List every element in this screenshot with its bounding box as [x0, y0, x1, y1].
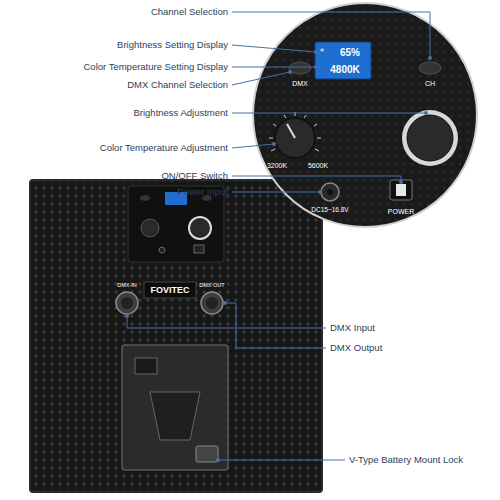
ch-button	[419, 62, 441, 74]
dc-jack	[321, 183, 339, 201]
control-subpanel	[128, 186, 224, 262]
mini-knob	[189, 217, 211, 239]
leader-dots	[125, 50, 432, 462]
brand-label: FOVITEC	[150, 285, 189, 295]
xlr-connector	[121, 297, 133, 309]
mini-button	[140, 195, 150, 201]
connector-label: DMX-IN	[117, 282, 137, 288]
callout-label: Color Temperature Adjustment	[100, 143, 228, 154]
button-label: DMX	[292, 80, 308, 88]
callout-label: Channel Selection	[151, 7, 228, 18]
xlr-connector	[201, 292, 223, 314]
power-switch	[390, 180, 412, 200]
lcd-readout: 65%	[340, 47, 360, 59]
connector-label: DMX OUT	[199, 282, 224, 288]
button-label: CH	[425, 80, 435, 88]
callout-label: DMX Input	[330, 323, 375, 334]
color-temp-knob	[275, 118, 315, 158]
zoom-circle	[253, 3, 477, 227]
mini-knob	[141, 219, 159, 237]
lcd-icon: *	[320, 48, 324, 57]
knob-pointer	[287, 124, 295, 138]
knob-scale-label: 5600K	[308, 162, 328, 170]
jack-label: DC15~16.8V	[311, 206, 348, 213]
lcd-display	[315, 42, 371, 79]
name-plate	[144, 282, 196, 298]
callout-label: DMX Output	[330, 343, 382, 354]
leader-lines	[127, 12, 430, 460]
mount-lock	[196, 446, 218, 462]
v-mount-slot	[150, 392, 200, 440]
zoom-circle-rim	[253, 3, 477, 227]
callout-label: DMX Channel Selection	[127, 80, 228, 91]
dmx-button	[289, 62, 311, 74]
callout-label: ON/OFF Switch	[161, 171, 228, 182]
panel-back	[30, 180, 322, 492]
battery-contact	[135, 358, 157, 374]
callout-label: Power Input	[177, 187, 228, 198]
xlr-connector	[206, 297, 218, 309]
lcd-readout: 4800K	[330, 64, 359, 76]
battery-plate	[122, 345, 228, 470]
callout-label: V-Type Battery Mount Lock	[349, 455, 463, 466]
dc-jack	[327, 189, 333, 195]
mini-jack	[159, 247, 165, 253]
mini-switch	[194, 245, 204, 253]
callout-label: Brightness Adjustment	[133, 108, 228, 119]
switch-label: POWER	[388, 208, 414, 216]
callout-label: Brightness Setting Display	[117, 40, 228, 51]
power-switch-rocker	[396, 184, 406, 196]
knob-scale-label: 3200K	[267, 162, 287, 170]
callout-label: Color Temperature Setting Display	[83, 62, 228, 73]
brightness-knob	[407, 115, 453, 161]
brightness-knob-ring	[402, 110, 458, 166]
xlr-connector	[116, 292, 138, 314]
